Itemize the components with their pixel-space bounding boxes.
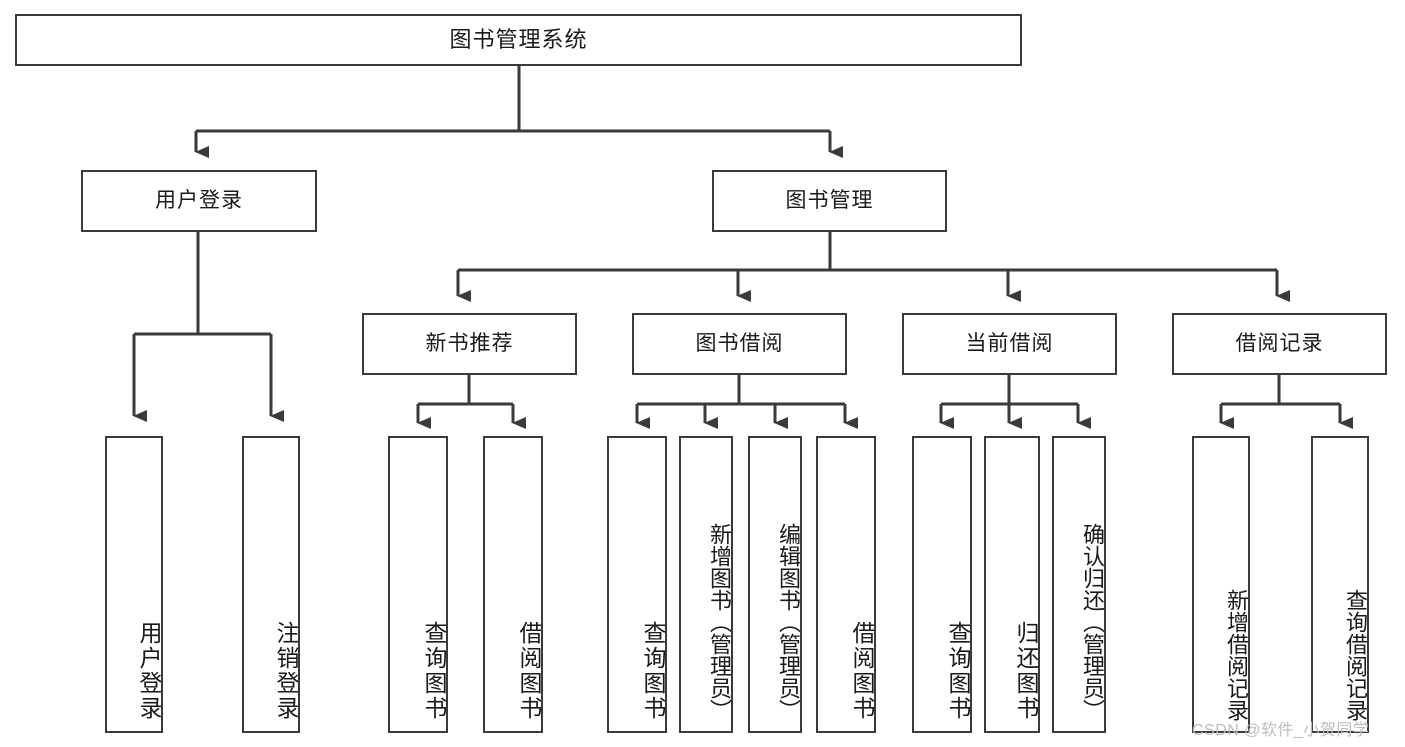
node-label: 新增图书（管理员） xyxy=(707,523,732,721)
node-label: 图书管理 xyxy=(785,189,874,213)
node-label: 新增借阅记录 xyxy=(1224,589,1249,721)
node-label: 用户登录 xyxy=(155,189,243,213)
node-leaf-edit-book[interactable]: 编辑图书（管理员） xyxy=(748,436,802,733)
node-user-login[interactable]: 用户登录 xyxy=(81,170,317,232)
node-current-borrow[interactable]: 当前借阅 xyxy=(902,313,1117,375)
node-leaf-logout-login[interactable]: 注销登录 xyxy=(242,436,300,733)
node-leaf-borrow-book-recommend[interactable]: 借阅图书 xyxy=(483,436,543,733)
node-label: 新书推荐 xyxy=(425,332,514,356)
node-label: 查询图书 xyxy=(640,621,666,721)
node-label: 借阅记录 xyxy=(1235,332,1324,356)
node-leaf-user-login[interactable]: 用户登录 xyxy=(105,436,163,733)
node-label: 编辑图书（管理员） xyxy=(776,523,801,721)
node-leaf-add-book[interactable]: 新增图书（管理员） xyxy=(679,436,733,733)
node-root-system[interactable]: 图书管理系统 xyxy=(15,14,1022,66)
node-label: 归还图书 xyxy=(1013,621,1039,721)
node-label: 查询图书 xyxy=(421,621,447,721)
node-label: 查询借阅记录 xyxy=(1343,589,1368,721)
node-label: 借阅图书 xyxy=(849,621,875,721)
node-leaf-query-borrow-record[interactable]: 查询借阅记录 xyxy=(1311,436,1369,733)
node-label: 用户登录 xyxy=(136,621,162,721)
node-label: 查询图书 xyxy=(945,621,971,721)
node-leaf-query-book-recommend[interactable]: 查询图书 xyxy=(388,436,448,733)
node-label: 注销登录 xyxy=(273,621,299,721)
node-borrow-record[interactable]: 借阅记录 xyxy=(1172,313,1387,375)
node-leaf-add-borrow-record[interactable]: 新增借阅记录 xyxy=(1192,436,1250,733)
node-book-borrow[interactable]: 图书借阅 xyxy=(632,313,847,375)
node-label: 确认归还（管理员） xyxy=(1080,523,1105,721)
node-label: 借阅图书 xyxy=(516,621,542,721)
node-leaf-query-book-current[interactable]: 查询图书 xyxy=(912,436,972,733)
node-label: 图书管理系统 xyxy=(449,26,588,52)
csdn-watermark: CSDN @软件_小贺同学 xyxy=(1192,722,1370,739)
node-leaf-borrow-book-borrow[interactable]: 借阅图书 xyxy=(816,436,876,733)
node-leaf-confirm-return[interactable]: 确认归还（管理员） xyxy=(1052,436,1106,733)
node-leaf-return-book[interactable]: 归还图书 xyxy=(984,436,1040,733)
node-label: 当前借阅 xyxy=(965,332,1054,356)
node-leaf-query-book-borrow[interactable]: 查询图书 xyxy=(607,436,667,733)
node-new-book-recommend[interactable]: 新书推荐 xyxy=(362,313,577,375)
node-label: 图书借阅 xyxy=(695,332,784,356)
node-book-manage[interactable]: 图书管理 xyxy=(712,170,947,232)
